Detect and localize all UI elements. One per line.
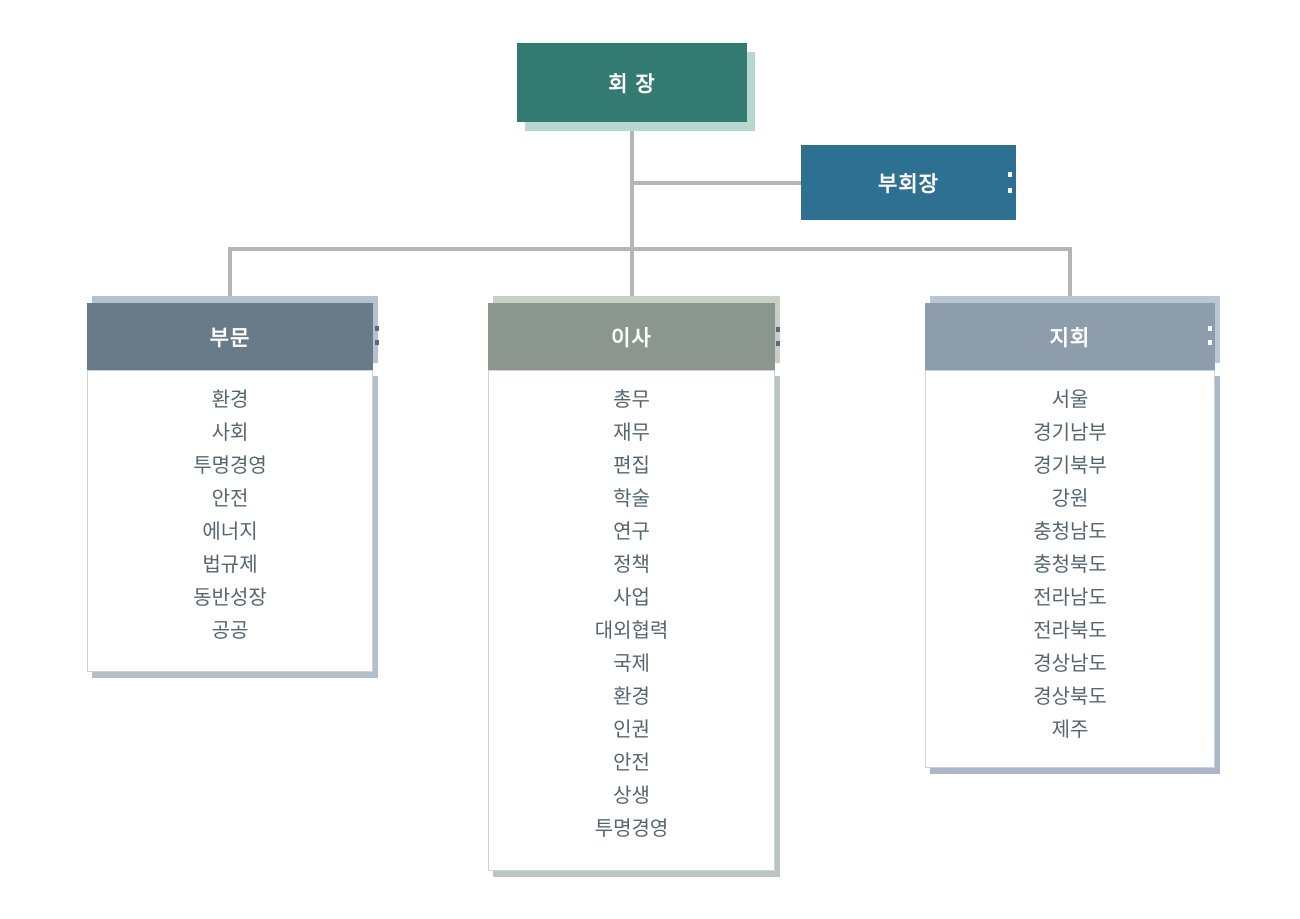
clipped-glyph-fragment	[776, 341, 780, 346]
list-item: 에너지	[202, 521, 258, 543]
clipped-glyph-fragment	[1008, 172, 1012, 177]
clipped-glyph-fragment	[1208, 326, 1212, 331]
list-item: 사회	[211, 422, 249, 444]
list-item: 학술	[613, 488, 650, 510]
list-item: 경상남도	[1033, 653, 1107, 675]
list-item: 서울	[1051, 389, 1089, 411]
chairman-box: 회 장	[517, 43, 747, 122]
list-item: 총무	[613, 389, 650, 411]
list-item: 동반성장	[193, 587, 267, 609]
clipped-glyph-fragment	[1208, 340, 1212, 345]
directors-column-header: 이사	[488, 303, 775, 370]
division-column-header: 부문	[87, 303, 373, 370]
vice-chairman-label: 부회장	[878, 172, 939, 196]
branches-title: 지회	[1049, 326, 1091, 350]
list-item: 대외협력	[594, 620, 669, 642]
branches-column-header: 지회	[925, 303, 1215, 370]
list-item: 공공	[211, 620, 249, 642]
list-item: 전라남도	[1033, 587, 1107, 609]
list-item: 환경	[211, 389, 249, 411]
clipped-glyph-fragment	[375, 340, 379, 345]
list-item: 투명경영	[193, 455, 267, 477]
connector-main-horizontal	[228, 247, 1072, 251]
division-title: 부문	[209, 326, 251, 350]
list-item: 정책	[613, 554, 650, 576]
list-item: 연구	[613, 521, 650, 543]
list-item: 전라북도	[1033, 620, 1107, 642]
list-item: 인권	[613, 719, 650, 741]
directors-title: 이사	[611, 326, 652, 350]
list-item: 투명경영	[594, 818, 669, 840]
list-item: 법규제	[202, 554, 258, 576]
connector-right-vertical	[1068, 249, 1072, 303]
vice-chairman-box: 부회장	[801, 145, 1016, 220]
connector-left-vertical	[228, 249, 232, 303]
list-item: 충청남도	[1033, 521, 1107, 543]
list-item: 충청북도	[1033, 554, 1107, 576]
connector-root-vertical	[630, 131, 634, 303]
list-item: 편집	[613, 455, 650, 477]
list-item: 경상북도	[1033, 686, 1107, 708]
list-item: 국제	[613, 653, 650, 675]
chairman-label: 회 장	[608, 72, 656, 96]
list-item: 상생	[613, 785, 650, 807]
list-item: 안전	[613, 752, 650, 774]
list-item: 경기남부	[1033, 422, 1107, 444]
list-item: 안전	[211, 488, 249, 510]
list-item: 환경	[613, 686, 650, 708]
list-item: 경기북부	[1033, 455, 1107, 477]
list-item: 사업	[613, 587, 650, 609]
list-item: 재무	[613, 422, 650, 444]
list-item: 강원	[1051, 488, 1089, 510]
list-item: 제주	[1051, 719, 1089, 741]
clipped-glyph-fragment	[776, 327, 780, 332]
clipped-glyph-fragment	[1008, 188, 1012, 193]
clipped-glyph-fragment	[375, 326, 379, 331]
connector-vice-branch	[632, 181, 801, 185]
